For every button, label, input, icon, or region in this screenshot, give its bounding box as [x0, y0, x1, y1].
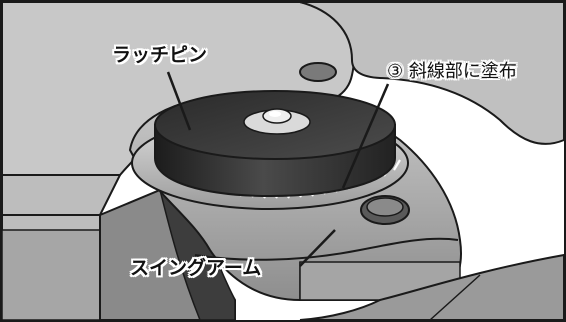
latch-pin-label: ラッチピン	[112, 44, 208, 66]
base-plate-right	[299, 1, 565, 145]
note-text: 斜線部に塗布	[408, 61, 517, 82]
plate-hole	[299, 62, 337, 82]
application-note-label: ③ 斜線部に塗布	[387, 57, 517, 83]
lower-bracket	[299, 253, 565, 321]
swing-arm-leader	[299, 229, 336, 267]
latch-pin-leader	[166, 71, 192, 131]
note-leader	[341, 83, 390, 189]
swing-arm-label: スイングアーム	[130, 257, 262, 279]
note-number: ③	[387, 61, 404, 82]
